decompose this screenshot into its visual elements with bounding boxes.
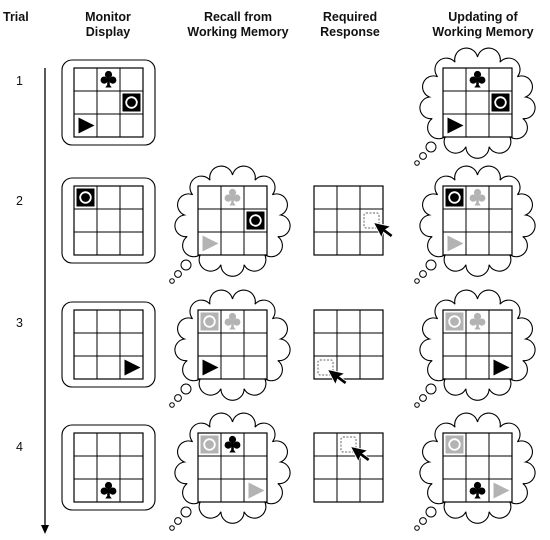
triangle-icon	[493, 359, 510, 376]
club-icon	[224, 435, 241, 453]
time-arrow	[41, 68, 49, 534]
monitor-grid	[73, 432, 144, 503]
thought-cloud	[414, 165, 536, 284]
club-icon	[469, 70, 486, 88]
thought-cloud	[169, 289, 291, 408]
monitor-display-1	[61, 59, 156, 146]
header-required-response: Required Response	[310, 10, 390, 40]
trial-row-1	[61, 47, 536, 166]
update-grid	[442, 67, 513, 138]
recall-grid	[197, 185, 268, 256]
header-updating: Updating of Working Memory	[418, 10, 548, 40]
header-trial-label: Trial	[3, 10, 29, 24]
monitor-grid	[73, 67, 144, 138]
selected-cell-marker	[340, 436, 357, 453]
club-icon	[469, 312, 486, 330]
triangle-icon	[248, 482, 265, 499]
recall-memory-3	[169, 289, 291, 408]
update-grid	[442, 309, 513, 380]
recall-grid	[197, 309, 268, 380]
club-icon	[469, 481, 486, 499]
circle-square-icon	[445, 312, 464, 331]
circle-square-icon	[445, 188, 464, 207]
header-update-line1: Updating of	[448, 10, 518, 24]
circle-square-icon	[200, 312, 219, 331]
response-cursor	[340, 436, 371, 463]
header-monitor-display: Monitor Display	[68, 10, 148, 40]
monitor-frame	[61, 424, 156, 511]
updated-memory-1	[414, 47, 536, 166]
monitor-display-2	[61, 177, 156, 264]
club-icon	[224, 188, 241, 206]
header-update-line2: Working Memory	[432, 25, 534, 39]
header-monitor-line1: Monitor	[85, 10, 131, 24]
trial-row-2	[61, 165, 536, 284]
triangle-icon	[447, 235, 464, 252]
monitor-frame	[61, 59, 156, 146]
thought-cloud	[414, 289, 536, 408]
triangle-icon	[493, 482, 510, 499]
triangle-icon	[124, 359, 141, 376]
update-grid	[442, 432, 513, 503]
selected-cell-marker	[363, 212, 380, 229]
header-recall-line1: Recall from	[203, 10, 273, 24]
triangle-icon	[202, 359, 219, 376]
monitor-grid	[73, 185, 144, 256]
circle-square-icon	[122, 93, 141, 112]
trial-number-2: 2	[16, 194, 23, 208]
header-response-line2: Response	[320, 25, 380, 39]
thought-cloud	[169, 165, 291, 284]
thought-cloud	[414, 412, 536, 531]
club-icon	[224, 312, 241, 330]
trial-number-1: 1	[16, 74, 23, 88]
monitor-display-4	[61, 424, 156, 511]
circle-square-icon	[200, 435, 219, 454]
trial-number-4: 4	[16, 440, 23, 454]
arrow-pointer-icon	[372, 221, 394, 239]
club-icon	[100, 70, 117, 88]
required-response-4	[313, 432, 384, 503]
update-grid	[442, 185, 513, 256]
response-grid	[313, 309, 384, 380]
selected-cell-marker	[317, 359, 334, 376]
recall-grid	[197, 432, 268, 503]
trial-number-3: 3	[16, 316, 23, 330]
triangle-icon	[78, 117, 95, 134]
trial-row-3	[61, 289, 536, 408]
trial-row-4	[61, 412, 536, 531]
response-cursor	[317, 359, 348, 386]
circle-square-icon	[246, 211, 265, 230]
triangle-icon	[202, 235, 219, 252]
thought-cloud	[169, 412, 291, 531]
updated-memory-2	[414, 165, 536, 284]
response-grid	[313, 185, 384, 256]
header-response-line1: Required	[322, 10, 378, 24]
recall-memory-4	[169, 412, 291, 531]
required-response-3	[313, 309, 384, 386]
required-response-2	[313, 185, 394, 256]
header-trial: Trial	[3, 10, 29, 25]
arrow-pointer-icon	[326, 368, 348, 386]
monitor-grid	[73, 309, 144, 380]
monitor-frame	[61, 301, 156, 388]
arrow-pointer-icon	[349, 445, 371, 463]
recall-memory-2	[169, 165, 291, 284]
response-grid	[313, 432, 384, 503]
monitor-frame	[61, 177, 156, 264]
monitor-display-3	[61, 301, 156, 388]
response-cursor	[363, 212, 394, 239]
thought-cloud	[414, 47, 536, 166]
updated-memory-3	[414, 289, 536, 408]
club-icon	[100, 481, 117, 499]
header-recall: Recall from Working Memory	[178, 10, 298, 40]
header-monitor-line2: Display	[85, 25, 131, 39]
triangle-icon	[447, 117, 464, 134]
header-recall-line2: Working Memory	[187, 25, 289, 39]
circle-square-icon	[76, 188, 95, 207]
updated-memory-4	[414, 412, 536, 531]
circle-square-icon	[445, 435, 464, 454]
circle-square-icon	[491, 93, 510, 112]
club-icon	[469, 188, 486, 206]
